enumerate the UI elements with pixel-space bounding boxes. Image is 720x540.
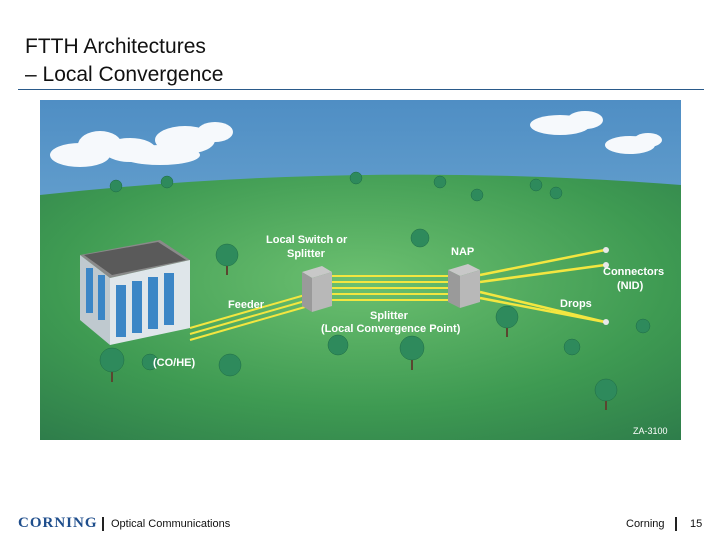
- title-divider: [18, 89, 704, 90]
- footer-separator-right: [675, 517, 677, 531]
- label-local-switch-line2: Splitter: [287, 248, 326, 260]
- corning-logo: CORNING: [18, 515, 98, 532]
- co-he-building: [80, 240, 190, 345]
- local-switch-cabinet: [302, 266, 332, 312]
- footer-separator-left: [102, 517, 104, 531]
- label-nap: NAP: [451, 246, 474, 258]
- footer-division: Optical Communications: [111, 518, 230, 530]
- label-connectors: Connectors: [603, 266, 664, 278]
- page-number: 15: [690, 518, 702, 530]
- label-feeder: Feeder: [228, 299, 265, 311]
- label-local-switch-line1: Local Switch or: [266, 234, 348, 246]
- title-line-1: FTTH Architectures: [25, 33, 223, 61]
- label-local-convergence-point: (Local Convergence Point): [321, 323, 461, 335]
- label-nid: (NID): [617, 280, 644, 292]
- ftth-illustration: Local Switch or Splitter NAP Connectors …: [40, 100, 681, 440]
- footer-company: Corning: [626, 518, 665, 530]
- nap-cabinet: [448, 264, 480, 308]
- label-drops: Drops: [560, 298, 592, 310]
- label-splitter: Splitter: [370, 310, 409, 322]
- slide-title: FTTH Architectures – Local Convergence: [25, 33, 223, 89]
- title-line-2: – Local Convergence: [25, 61, 223, 89]
- label-co-he: (CO/HE): [153, 357, 196, 369]
- figure-id: ZA-3100: [633, 426, 668, 436]
